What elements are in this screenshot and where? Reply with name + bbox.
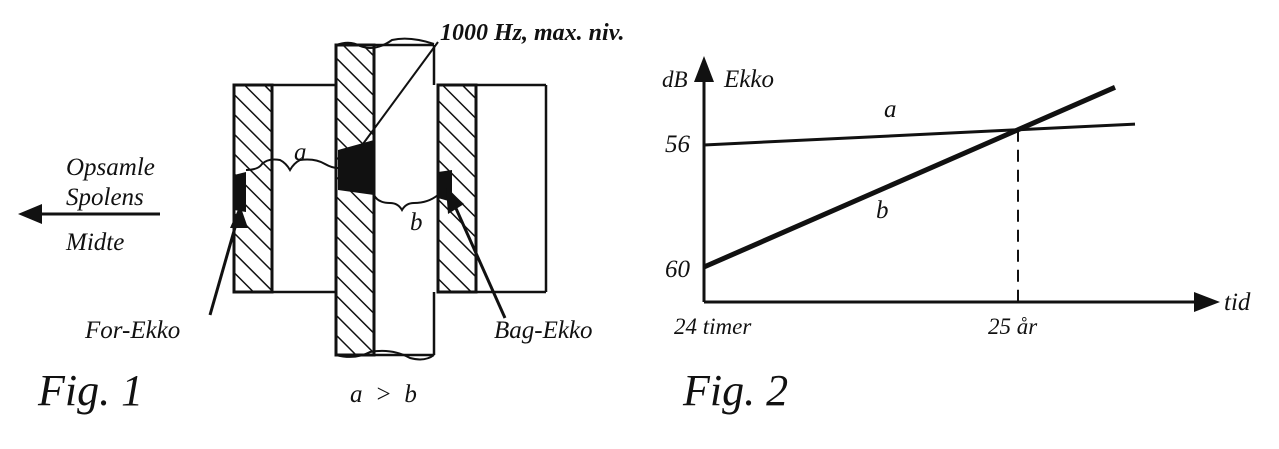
for-ekko-label: For-Ekko bbox=[84, 317, 180, 344]
series-a-line bbox=[703, 122, 1136, 147]
x-tick-25-aar: 25 år bbox=[988, 314, 1038, 339]
x-axis-label: tid bbox=[1224, 289, 1251, 316]
bag-ekko-leader bbox=[448, 194, 507, 319]
direction-label-3: Midte bbox=[65, 229, 124, 256]
bag-ekko-label: Bag-Ekko bbox=[494, 317, 593, 344]
fig2-chart: dB Ekko tid 56 60 24 timer 25 år a b Fig… bbox=[662, 56, 1251, 415]
x-axis-arrowhead bbox=[1194, 292, 1220, 312]
y-axis-arrowhead bbox=[694, 56, 714, 82]
fig1-label-top: 1000 Hz, max. niv. bbox=[440, 20, 624, 46]
brace-b bbox=[373, 194, 439, 213]
label-top-leader bbox=[359, 41, 439, 149]
fig1-caption: Fig. 1 bbox=[37, 366, 143, 415]
series-b-line bbox=[702, 85, 1117, 270]
dist-b-label: b bbox=[410, 209, 423, 236]
brace-a bbox=[245, 158, 339, 173]
y-tick-56: 56 bbox=[665, 131, 691, 158]
series-b-label: b bbox=[876, 197, 889, 224]
for-ekko-arrowhead bbox=[230, 205, 248, 228]
y-unit-label: dB bbox=[662, 67, 688, 92]
center-tape-layer bbox=[334, 37, 436, 361]
fig1-diagram: 1000 Hz, max. niv. Opsamle Spolens Midte… bbox=[18, 20, 624, 415]
y-axis-label: Ekko bbox=[723, 66, 774, 93]
fig2-caption: Fig. 2 bbox=[682, 366, 788, 415]
series-a-label: a bbox=[884, 96, 897, 123]
for-ekko-mark bbox=[234, 172, 246, 212]
relation-label: a > b bbox=[350, 381, 417, 408]
direction-arrowhead bbox=[18, 204, 42, 224]
bag-ekko-arrowhead bbox=[446, 188, 464, 214]
left-spool-layer bbox=[232, 83, 336, 294]
y-tick-60: 60 bbox=[665, 256, 691, 283]
direction-label-2: Spolens bbox=[66, 184, 144, 211]
x-tick-24-timer: 24 timer bbox=[674, 314, 752, 339]
dist-a-label: a bbox=[294, 139, 307, 166]
direction-label-1: Opsamle bbox=[66, 154, 155, 181]
max-level-signal bbox=[338, 140, 374, 195]
right-spool-layer bbox=[436, 83, 548, 294]
